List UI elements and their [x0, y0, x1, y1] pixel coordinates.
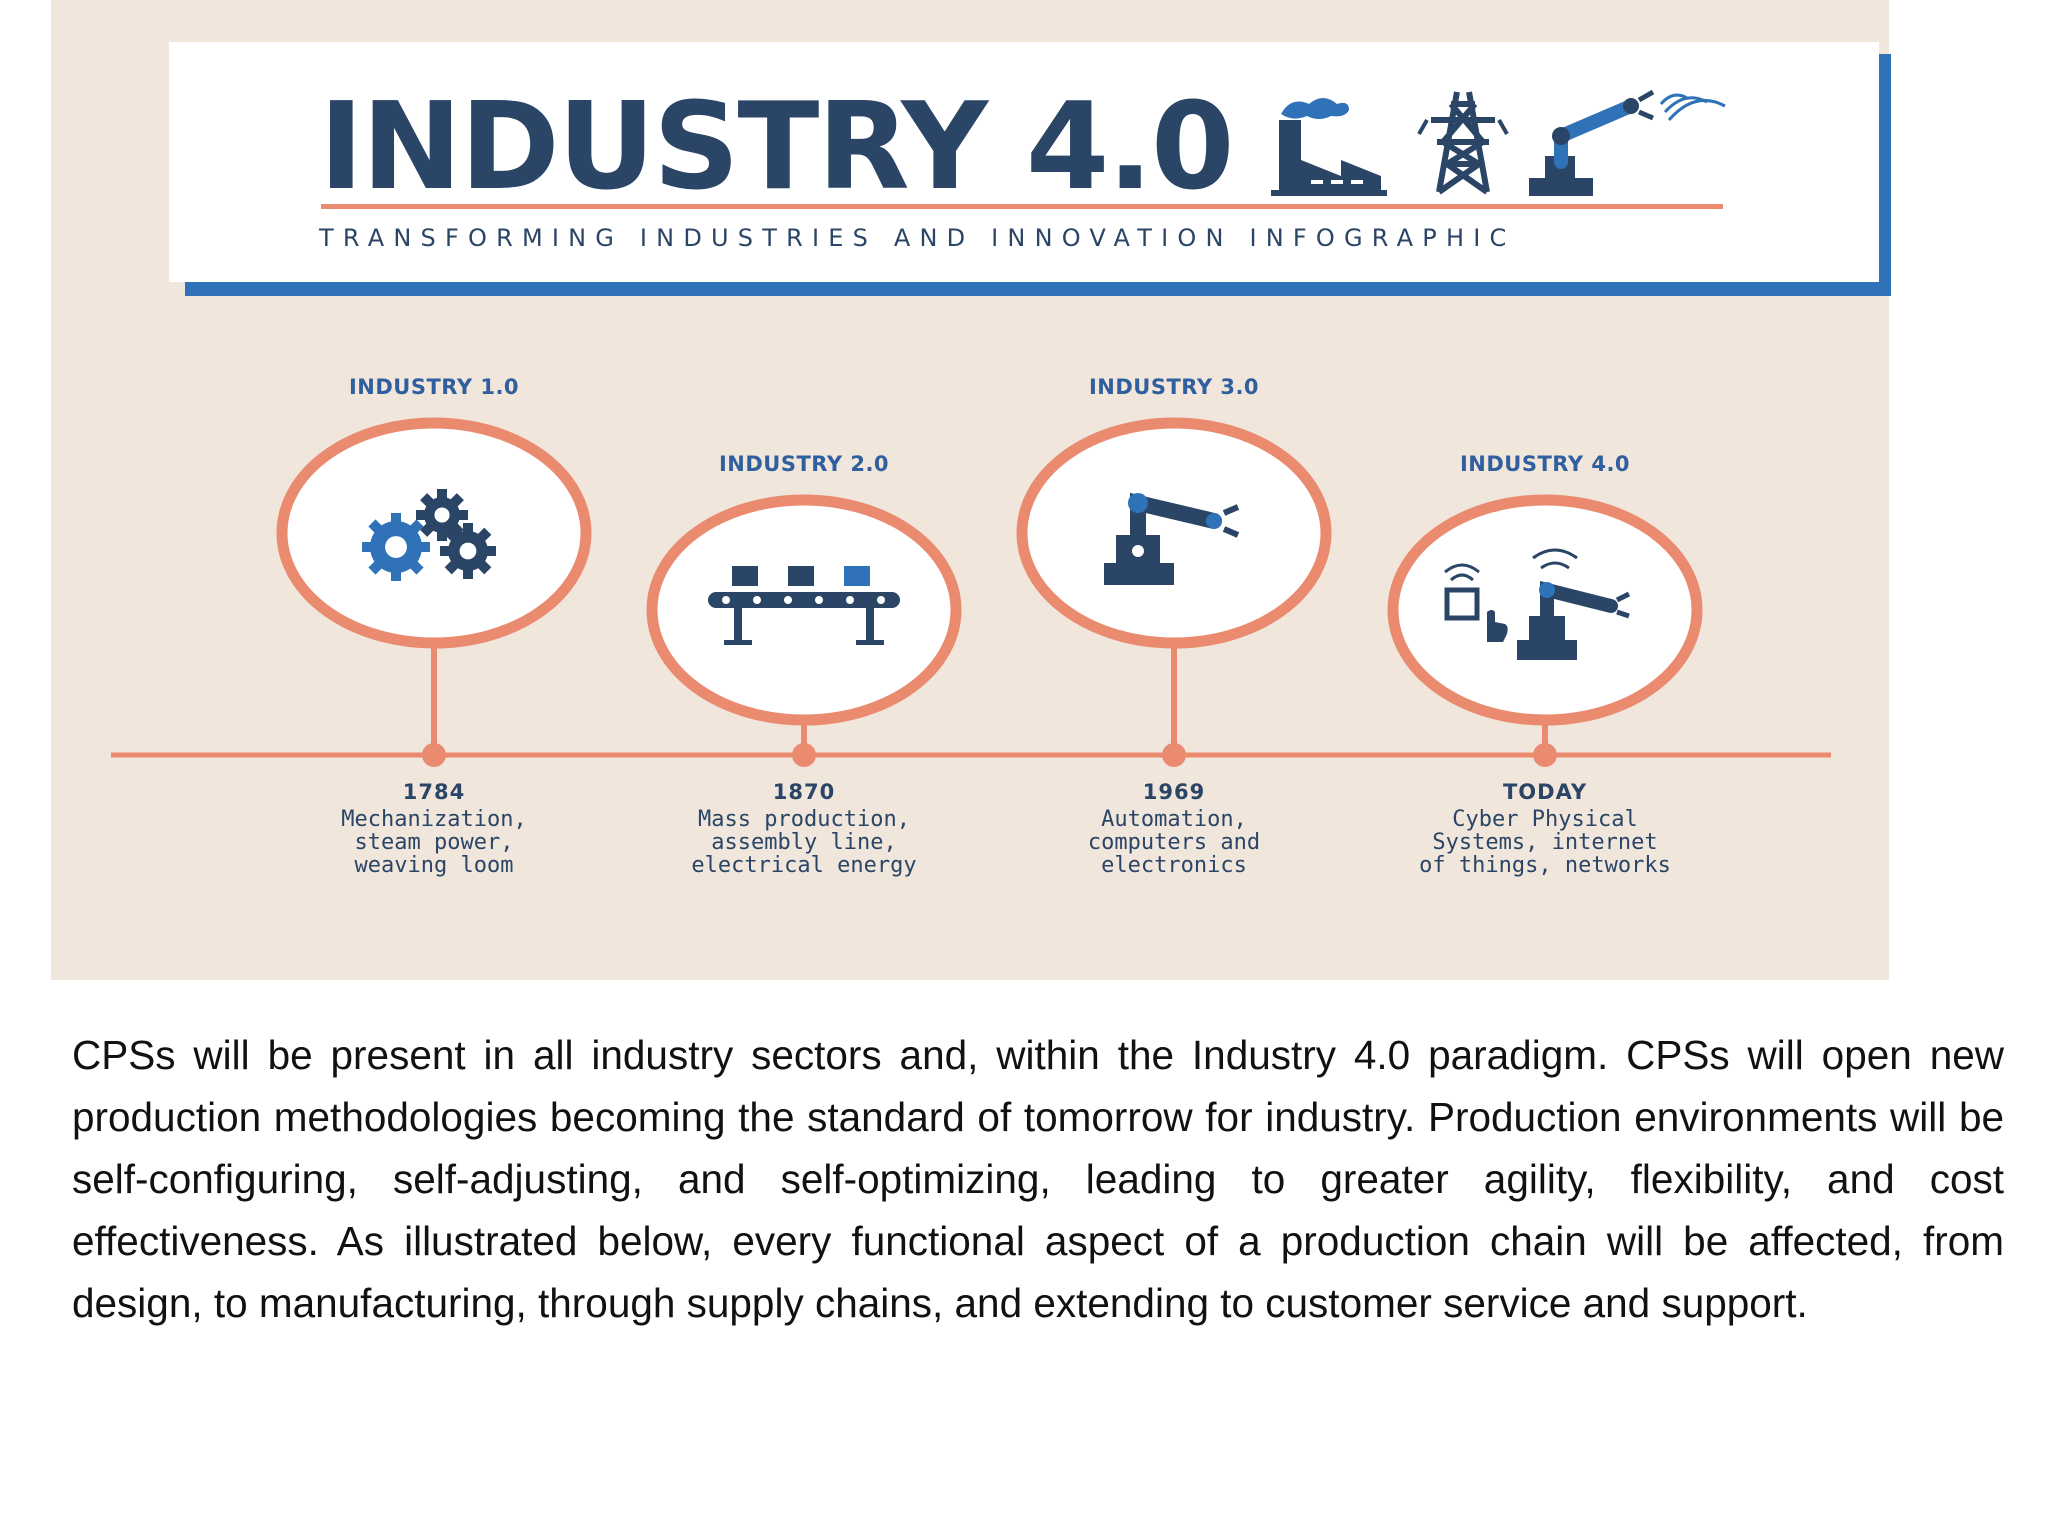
stage-description: Cyber Physical Systems, internet of thin… — [1419, 807, 1671, 878]
timeline-marker — [422, 743, 446, 767]
infographic: INDUSTRY 4.0 TRANSFORMING INDUSTRIES AND… — [51, 0, 1891, 980]
robot-arm-wifi-icon — [1529, 89, 1726, 196]
timeline-marker — [792, 743, 816, 767]
stage-description: Automation, computers and electronics — [1087, 807, 1261, 878]
stage-year: TODAY — [1502, 780, 1588, 804]
header-card — [169, 42, 1879, 282]
iot-robot-icon — [1444, 548, 1631, 660]
robot-arm-icon — [1104, 492, 1240, 585]
factory-icon — [1271, 98, 1387, 196]
body-paragraph: CPSs will be present in all industry sec… — [72, 1032, 2004, 1326]
stage-label: INDUSTRY 4.0 — [1459, 452, 1631, 476]
timeline-marker — [1162, 743, 1186, 767]
conveyor-belt-icon — [708, 566, 900, 645]
stage-year: 1870 — [772, 780, 836, 804]
stage-label: INDUSTRY 2.0 — [718, 452, 890, 476]
power-tower-icon — [1417, 91, 1509, 195]
gears-icon — [362, 489, 496, 581]
timeline-marker — [1533, 743, 1557, 767]
title-rule — [321, 204, 1723, 209]
infographic-title: INDUSTRY 4.0 — [319, 78, 1234, 217]
stage-circle — [1016, 417, 1332, 649]
stage-year: 1969 — [1142, 780, 1206, 804]
stage-label: INDUSTRY 3.0 — [1088, 375, 1260, 399]
timeline-graphic — [111, 417, 1831, 767]
stage-circle — [276, 417, 592, 649]
stage-label: INDUSTRY 1.0 — [348, 375, 520, 399]
stage-description: Mechanization, steam power, weaving loom — [341, 807, 527, 878]
header-icons — [1271, 89, 1726, 196]
stage-description: Mass production, assembly line, electric… — [691, 807, 917, 878]
infographic-subtitle: TRANSFORMING INDUSTRIES AND INNOVATION I… — [319, 224, 1516, 252]
stage-year: 1784 — [402, 780, 466, 804]
stage-circle — [646, 494, 962, 726]
